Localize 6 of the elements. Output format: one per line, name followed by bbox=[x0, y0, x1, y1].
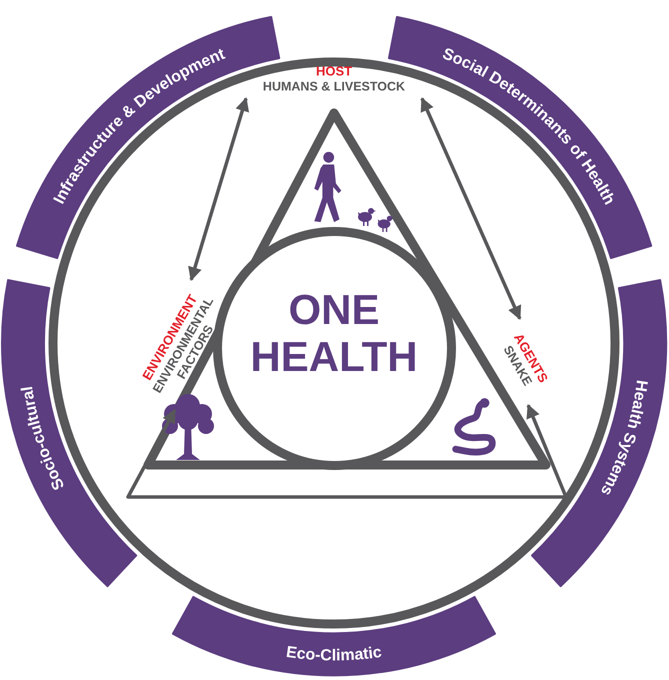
petal-label: Eco-Climatic bbox=[285, 644, 383, 664]
double-arrow bbox=[126, 404, 568, 499]
double-arrow bbox=[420, 97, 522, 320]
center-title: ONE HEALTH bbox=[249, 286, 419, 380]
category-subtitle: HUMANS & LIVESTOCK bbox=[262, 79, 406, 94]
category-title: HOST bbox=[314, 64, 354, 80]
